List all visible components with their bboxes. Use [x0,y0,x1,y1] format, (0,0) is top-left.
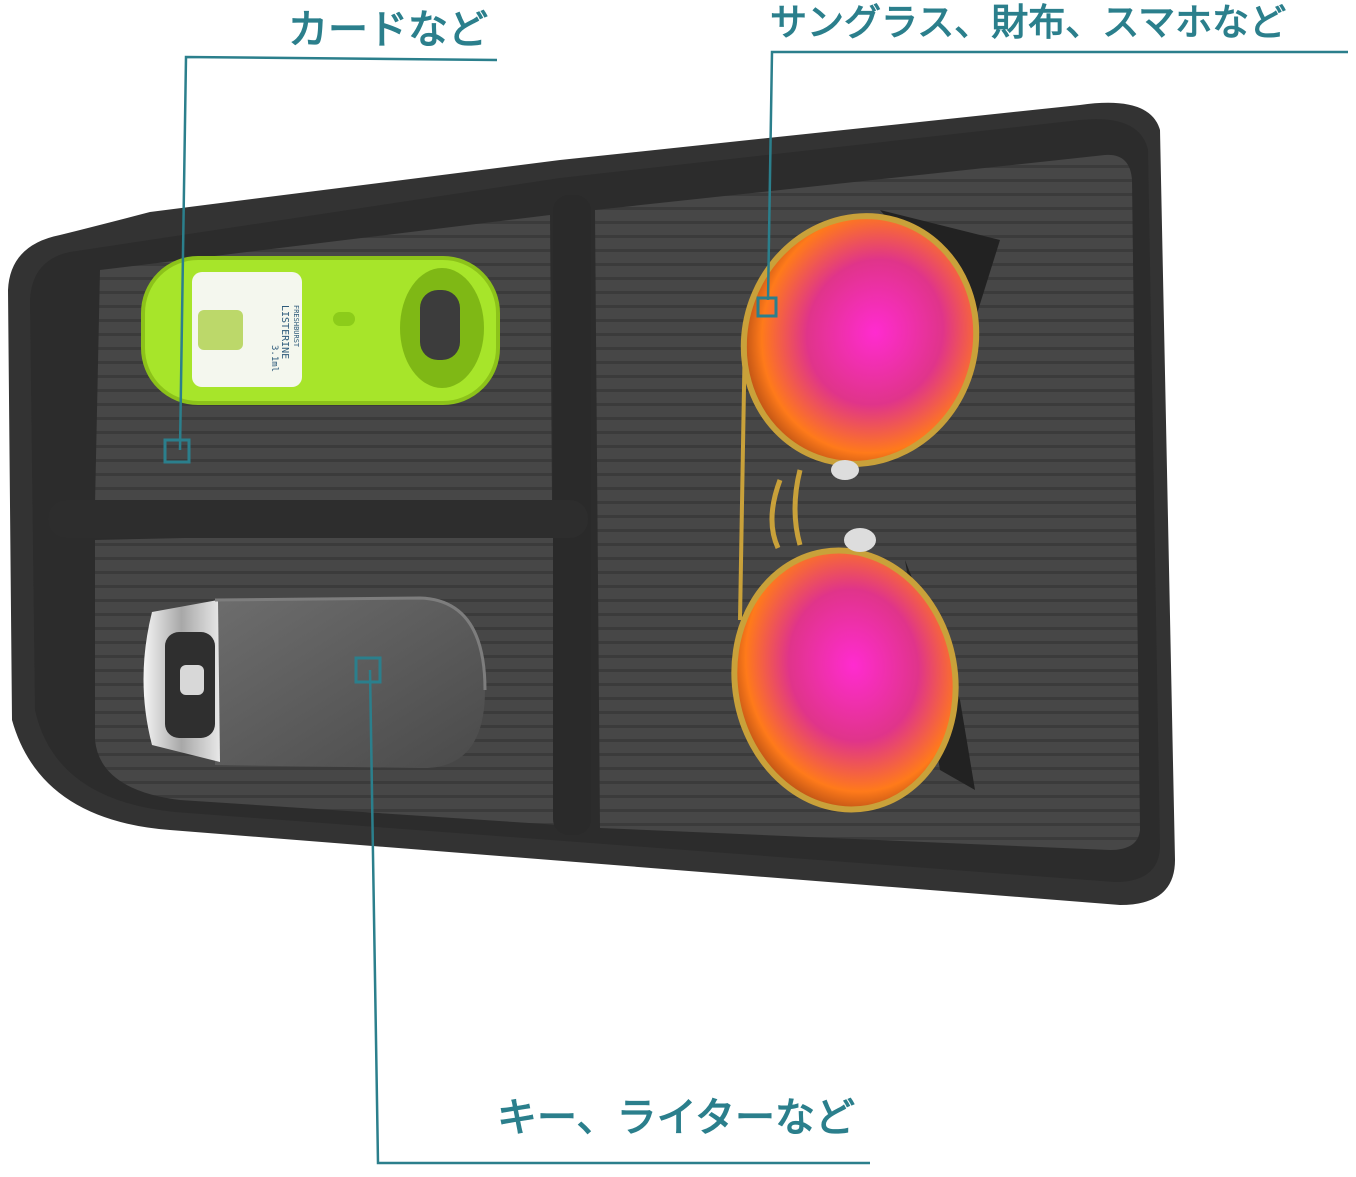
callout-line-keys [368,669,870,1165]
callout-label-keys: キー、ライターなど [497,1094,855,1141]
compartment-right [595,154,1140,851]
mint-case: LISTERINE FRESHBURST 3.1ml [141,256,500,405]
divider-horizontal [48,500,588,538]
mint-size-text: 3.1ml [269,345,279,372]
callout-line-cards [178,55,498,451]
callout-marker-cards [163,438,191,464]
callout-label-sunglasses: サングラス、財布、スマホなど [770,0,1287,44]
callout-label-cards: カードなど [288,6,488,53]
mint-brand-text: LISTERINE [279,305,290,359]
sunglasses [731,210,1000,813]
callout-lines [163,50,1348,1165]
mint-sub-text: FRESHBURST [292,305,300,348]
callout-marker-keys [354,656,382,684]
callout-line-sunglasses [766,50,1348,301]
car-key [143,596,487,769]
callout-marker-sunglasses [756,296,778,318]
